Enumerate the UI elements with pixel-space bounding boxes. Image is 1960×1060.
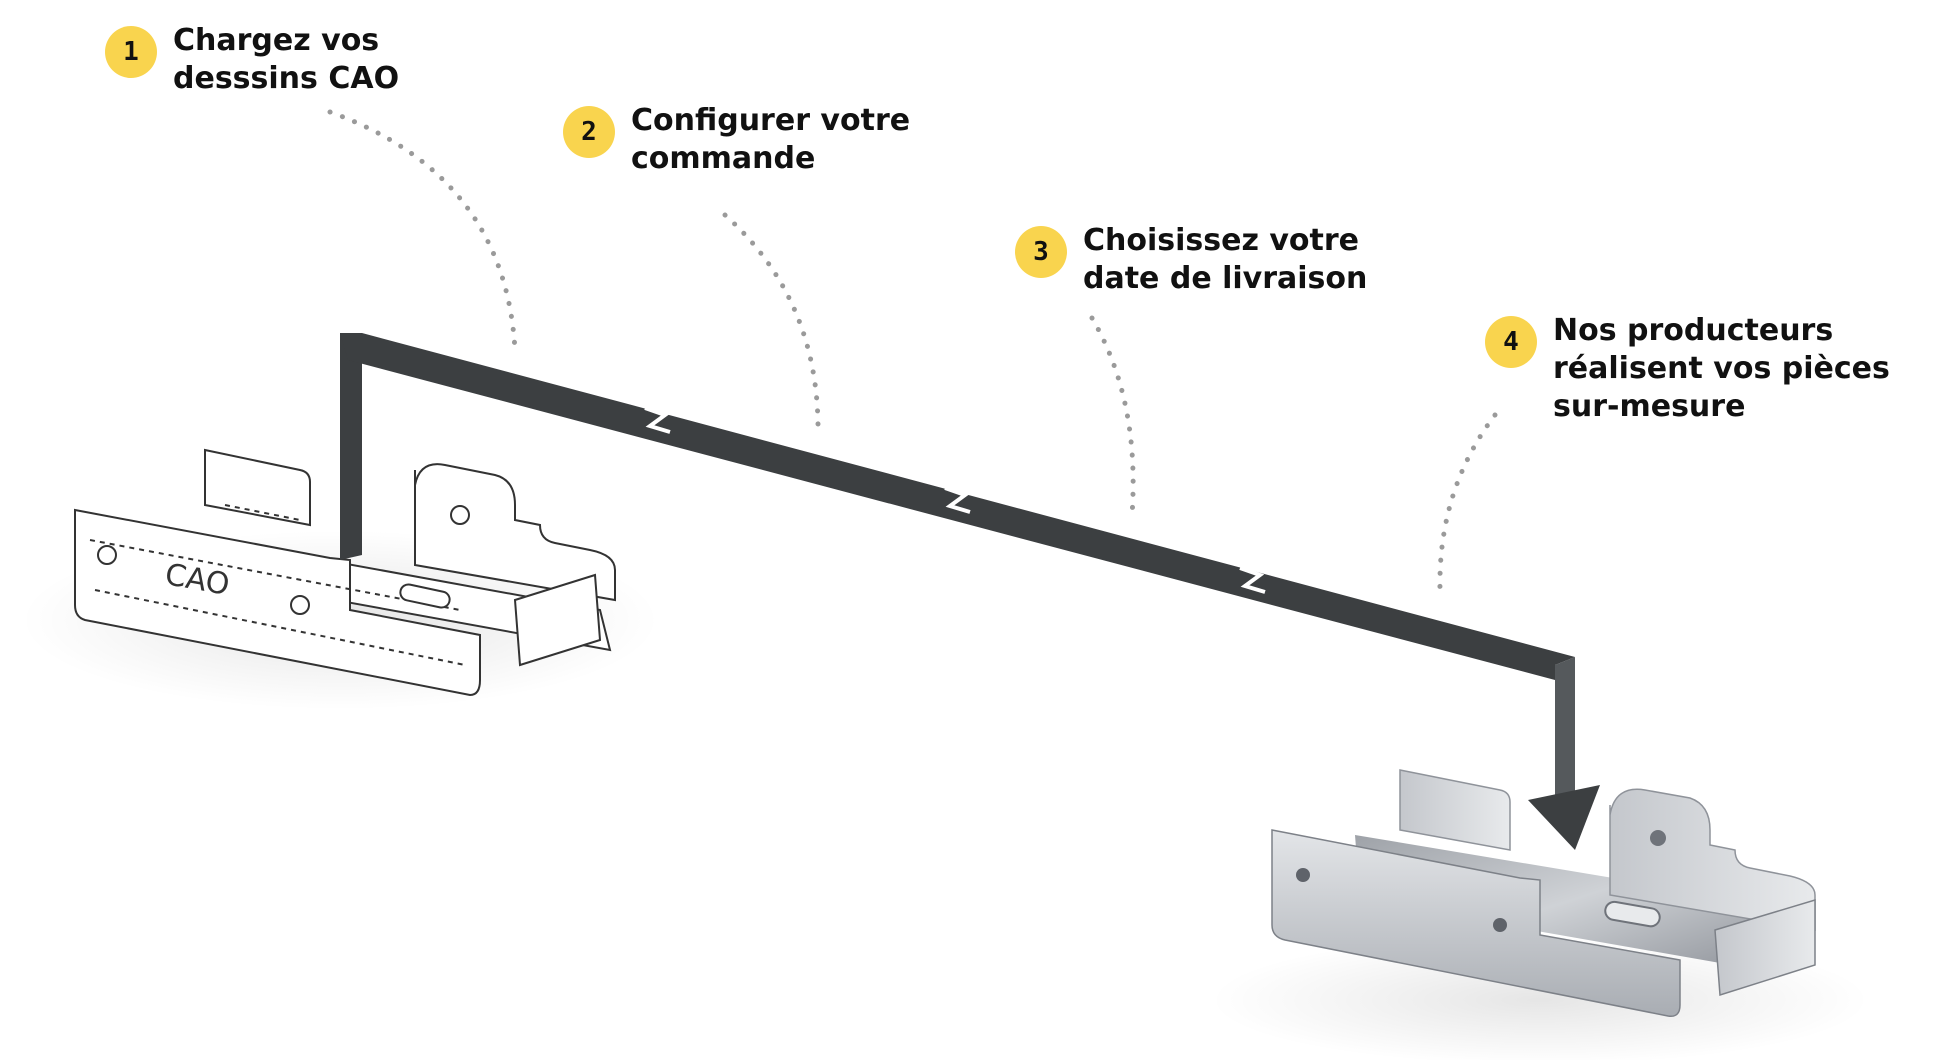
step-1-number-badge: 1 <box>105 26 157 78</box>
step-3-label-line: Choisissez votre <box>1083 223 1360 258</box>
cad-part-hole <box>290 595 310 615</box>
process-arrow <box>340 333 1600 850</box>
step-4-label: Nos producteurs réalisent vos pièces sur… <box>1553 312 1890 426</box>
step-3: 3 Choisissez votre date de livraison <box>1015 222 1367 298</box>
step-3-label: Choisissez votre date de livraison <box>1083 222 1367 298</box>
cad-part-slot <box>399 583 451 609</box>
metal-part-back-flange-right <box>1609 788 1816 931</box>
leader-step-2 <box>722 212 821 438</box>
cad-part-stitch-line <box>89 504 466 666</box>
arrow-break <box>644 406 671 434</box>
step-2-label-line: commande <box>631 141 816 176</box>
metal-part-hole <box>1493 918 1507 932</box>
step-4-label-line: sur-mesure <box>1553 389 1746 424</box>
metal-part-hole <box>1296 868 1310 882</box>
step-2-number-badge: 2 <box>563 106 615 158</box>
step-4-number-badge: 4 <box>1485 316 1537 368</box>
leader-step-1 <box>327 109 518 353</box>
step-1-label-line: desssins CAO <box>173 61 400 96</box>
metal-part-front-wall <box>1271 829 1681 1018</box>
step-2: 2 Configurer votre commande <box>563 102 910 178</box>
step-1-label: Chargez vos desssins CAO <box>173 22 399 98</box>
leader-step-3 <box>1089 315 1136 518</box>
metal-finished-part <box>1210 769 1870 1060</box>
arrow-end-post <box>1555 657 1575 810</box>
arrow-break <box>944 486 971 514</box>
step-3-number-badge: 3 <box>1015 226 1067 278</box>
arrow-break <box>1239 566 1266 594</box>
step-4-label-line: réalisent vos pièces <box>1553 351 1890 386</box>
metal-part-side-flange <box>1714 898 1816 996</box>
step-3-label-line: date de livraison <box>1083 261 1368 296</box>
cad-part-hole <box>97 545 117 565</box>
metal-part-back-flange-left <box>1399 769 1511 851</box>
metal-part-slot <box>1604 900 1661 928</box>
dotted-leaders <box>327 109 1498 593</box>
step-2-label: Configurer votre commande <box>631 102 910 178</box>
leader-step-4 <box>1437 412 1498 593</box>
step-1: 1 Chargez vos desssins CAO <box>105 22 399 98</box>
cad-part-back-flange-right <box>414 463 616 602</box>
step-1-label-line: Chargez vos <box>173 23 380 58</box>
metal-part-hole <box>1650 830 1666 846</box>
step-4-label-line: Nos producteurs <box>1553 313 1834 348</box>
arrow-head <box>1528 785 1600 850</box>
cad-sketch-part: CAO <box>20 448 660 710</box>
cad-part-hole <box>450 505 470 525</box>
step-4: 4 Nos producteurs réalisent vos pièces s… <box>1485 312 1890 426</box>
cad-part-side-flange <box>513 573 602 667</box>
step-2-label-line: Configurer votre <box>631 103 911 138</box>
cad-part-back-flange-left <box>204 448 311 527</box>
metal-part-shadow <box>1210 935 1870 1060</box>
arrow-start-post <box>340 333 362 560</box>
cad-part-front-wall <box>74 508 481 697</box>
